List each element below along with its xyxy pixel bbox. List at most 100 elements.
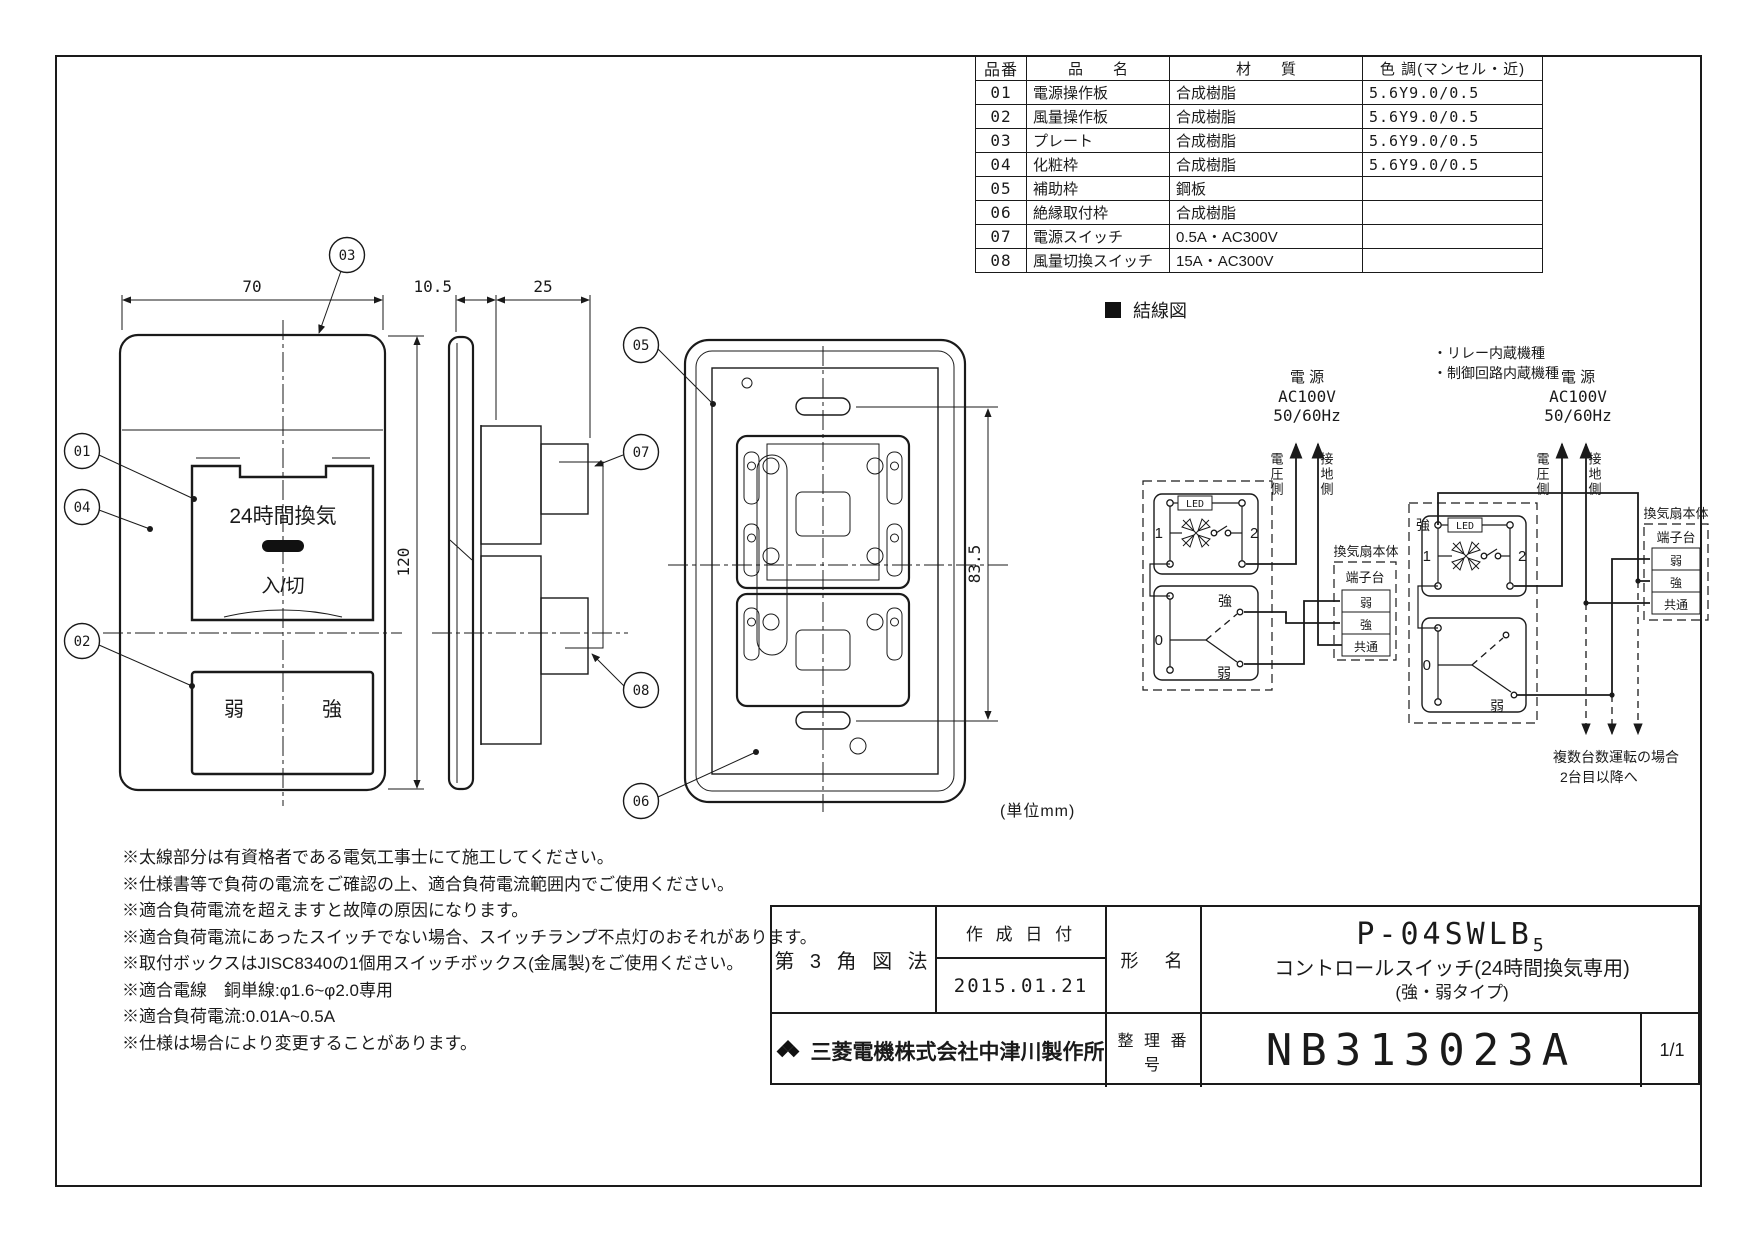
part-material: 合成樹脂 [1169,80,1363,105]
note-line: ※適合負荷電流にあったスイッチでない場合、スイッチランプ不点灯のおそれがあります… [122,927,817,947]
company-cell: 三菱電機株式会社中津川製作所 [772,1012,1107,1087]
part-name: 風量切換スイッチ [1026,248,1170,273]
svg-text:強: 強 [1360,618,1372,632]
part-color: 5.6Y9.0/0.5 [1362,128,1543,153]
part-material: 0.5A・AC300V [1169,224,1363,249]
svg-text:共通: 共通 [1664,598,1688,612]
svg-text:01: 01 [74,444,91,460]
reference-number-label: 整 理 番 号 [1107,1012,1202,1087]
section-square-icon [1105,302,1121,318]
note-line: ※適合電線 銅単線:φ1.6~φ2.0専用 [122,980,393,1000]
creation-date: 2015.01.21 [937,959,1107,1012]
parts-table-row: 02 風量操作板 合成樹脂 5.6Y9.0/0.5 [975,104,1543,129]
svg-text:50/60Hz: 50/60Hz [1544,406,1611,425]
wiring-section-title: 結線図 [1133,301,1187,321]
part-no: 02 [975,104,1027,129]
part-name: 電源スイッチ [1026,224,1170,249]
part-no: 08 [975,248,1027,273]
part-no: 05 [975,176,1027,201]
parts-table-row: 08 風量切換スイッチ 15A・AC300V [975,248,1543,273]
power-label: 電 源 [1290,369,1324,386]
svg-text:弱: 弱 [1490,698,1504,714]
rear-view [668,338,1008,812]
title-block: 第 3 角 図 法 作 成 日 付 2015.01.21 形 名 P-04SWL… [770,905,1702,1087]
svg-text:1: 1 [1155,525,1163,542]
part-color [1362,200,1543,225]
svg-text:弱: 弱 [1217,665,1231,681]
note-line: ※取付ボックスはJISC8340の1個用スイッチボックス(金属製)をご使用くださ… [122,954,744,973]
svg-text:電圧側: 電圧側 [1535,452,1550,497]
note-line: ※仕様は場合により変更することがあります。 [122,1033,477,1053]
svg-text:02: 02 [74,634,91,650]
parts-table-row: 07 電源スイッチ 0.5A・AC300V [975,224,1543,249]
dim-120: 120 [394,548,413,577]
part-color: 5.6Y9.0/0.5 [1362,104,1543,129]
svg-text:LED: LED [1186,499,1204,510]
note-line: ※適合負荷電流を超えますと故障の原因になります。 [122,901,529,920]
weak-label: 弱 [224,699,244,721]
part-material: 合成樹脂 [1169,104,1363,129]
onoff-label: 入/切 [261,576,304,597]
sheet-number: 1/1 [1642,1012,1702,1087]
model-label: 形 名 [1107,907,1202,1012]
side-view [432,335,628,791]
part-color [1362,176,1543,201]
svg-text:03: 03 [339,248,356,264]
part-material: 鋼板 [1169,176,1363,201]
balloon-05: 05 [622,326,660,364]
col-part-name: 品 名 [1026,55,1170,81]
power-switch-panel [190,464,375,622]
note-line: ※太線部分は有資格者である電気工事士にて施工してください。 [122,848,614,867]
parts-table-row: 03 プレート 合成樹脂 5.6Y9.0/0.5 [975,128,1543,153]
parts-table-row: 01 電源操作板 合成樹脂 5.6Y9.0/0.5 [975,80,1543,105]
unit-note: (単位mm) [1000,803,1076,820]
part-name: 補助枠 [1026,176,1170,201]
wiring-diagram-relay-type: ・リレー内蔵機種 ・制御回路内蔵機種 電 源 AC100V 50/60Hz 電圧… [1408,345,1709,785]
col-part-no: 品番 [975,55,1027,81]
part-color: 5.6Y9.0/0.5 [1362,152,1543,177]
model-description: コントロールスイッチ(24時間換気専用) [1274,958,1630,981]
part-name: プレート [1026,128,1170,153]
part-name: 絶縁取付枠 [1026,200,1170,225]
svg-text:50/60Hz: 50/60Hz [1273,406,1340,425]
led-window [262,540,304,552]
parts-table: 品番 品 名 材 質 色 調(マンセル・近) 01 電源操作板 合成樹脂 5.6… [975,55,1543,273]
ground-side-label: 接地側 [1319,451,1334,497]
drawing-frame-border [55,55,1702,1187]
svg-text:接地側: 接地側 [1587,451,1602,497]
note-line: ※適合負荷電流:0.01A~0.5A [122,1007,336,1026]
balloon-04: 04 [63,488,101,526]
mitsubishi-logo-icon [776,1039,799,1057]
svg-text:共通: 共通 [1354,640,1378,654]
caution-notes: ※太線部分は有資格者である電気工事士にて施工してください。 ※仕様書等で負荷の電… [122,845,817,1057]
svg-text:強: 強 [1670,576,1682,590]
part-name: 風量操作板 [1026,104,1170,129]
model-suffix: 5 [1532,934,1548,956]
balloon-03: 03 [328,236,366,274]
strong-label: 強 [322,698,342,721]
company-name: 三菱電機株式会社中津川製作所 [810,1040,1105,1064]
panel-24h-label: 24時間換気 [229,505,336,528]
part-material: 合成樹脂 [1169,152,1363,177]
svg-text:04: 04 [74,500,91,516]
part-no: 04 [975,152,1027,177]
dim-25: 25 [533,277,552,296]
svg-text:電 源: 電 源 [1561,369,1595,386]
part-color [1362,224,1543,249]
dimensions: 70 120 10.5 25 83.5 [121,277,998,790]
svg-text:端子台: 端子台 [1656,530,1695,545]
part-color [1362,248,1543,273]
svg-text:AC100V: AC100V [1549,387,1607,406]
svg-text:07: 07 [633,445,650,461]
svg-text:換気扇本体: 換気扇本体 [1643,506,1708,521]
parts-table-header: 品番 品 名 材 質 色 調(マンセル・近) [975,55,1543,81]
balloon-08: 08 [622,671,660,709]
multi-unit-note-2: 2台目以降へ [1560,769,1638,785]
svg-text:06: 06 [633,794,650,810]
svg-text:0: 0 [1423,657,1431,674]
wiring-diagram-basic: 電 源 AC100V 50/60Hz 電圧側 接地側 LED 1 2 [1142,369,1399,691]
fan-speed-panel [190,670,375,776]
model-cell: P-04SWLB5 コントロールスイッチ(24時間換気専用) (強・弱タイプ) [1202,907,1702,1012]
hot-side-label: 電圧側 [1269,452,1284,497]
